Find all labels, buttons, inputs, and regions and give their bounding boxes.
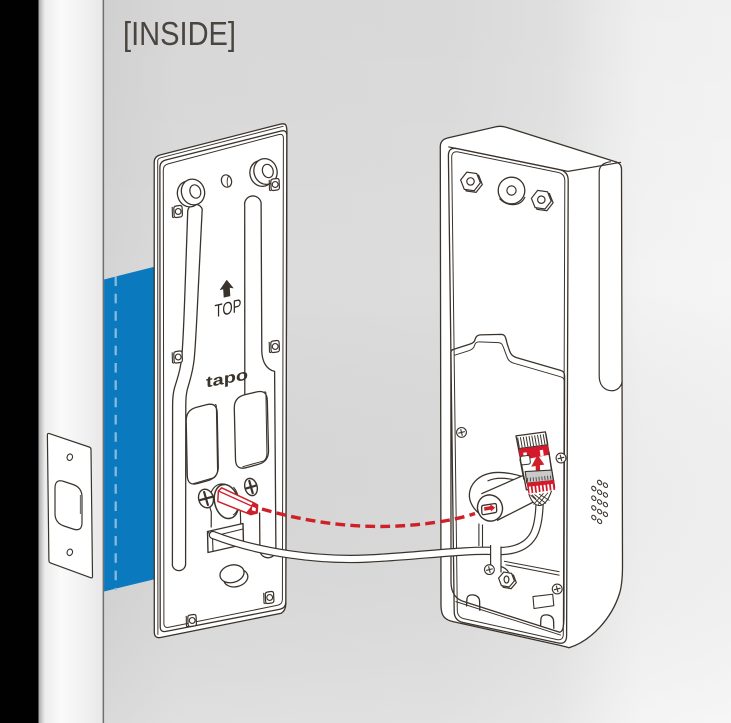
svg-text:[INSIDE]: [INSIDE] xyxy=(123,15,236,52)
